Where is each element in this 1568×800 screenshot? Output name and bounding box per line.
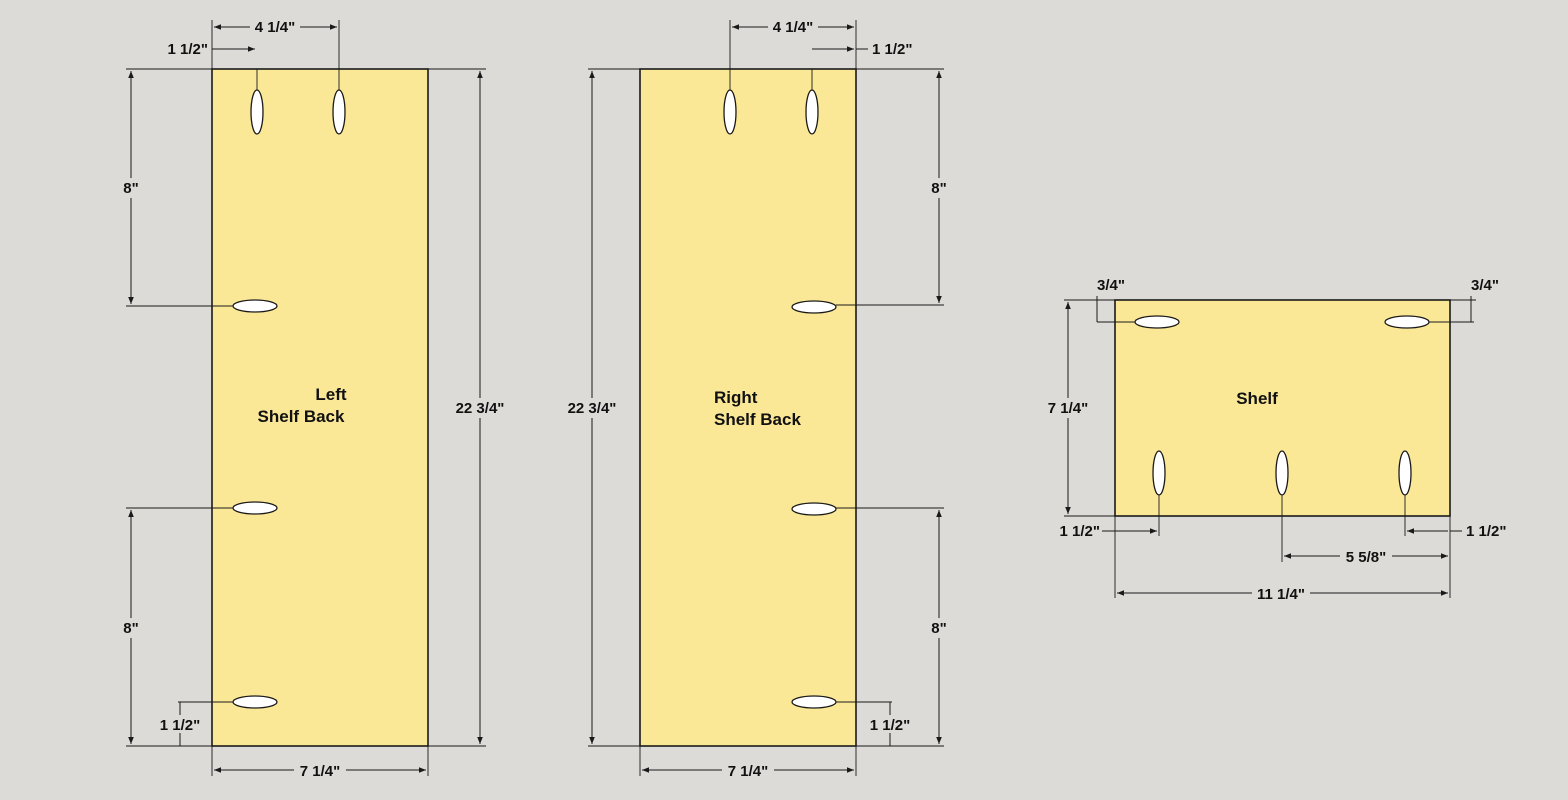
dim-shelf-width: 11 1/4"	[1257, 586, 1305, 603]
dim-left-height: 22 3/4"	[456, 400, 505, 417]
pocket-hole	[1384, 315, 1430, 329]
left-shelf-back: Left Shelf Back 4 1/4" 1 1/2" 22 3/4" 8"…	[120, 17, 510, 780]
right-label-line2: Shelf Back	[714, 410, 801, 429]
dim-shelf-right-edge: 1 1/2"	[1466, 523, 1506, 540]
pocket-hole	[1152, 450, 1166, 496]
dim-left-upper-vertical: 8"	[123, 180, 138, 197]
dim-right-upper-vertical: 8"	[931, 180, 946, 197]
pocket-hole	[791, 502, 837, 516]
dim-left-lower-vertical: 8"	[123, 620, 138, 637]
pocket-hole	[791, 695, 837, 709]
shelf-label: Shelf	[1236, 389, 1278, 408]
shelf: Shelf 3/4" 3/4" 7 1/4" 1 1/2" 1 1/2" 5 5	[1042, 277, 1506, 603]
right-shelf-back: Right Shelf Back 4 1/4" 1 1/2" 22 3/4" 8…	[563, 17, 950, 780]
dim-right-top-spacing: 4 1/4"	[773, 19, 813, 36]
dim-left-bottom-edge: 1 1/2"	[160, 717, 200, 734]
dim-left-width: 7 1/4"	[300, 763, 340, 780]
pocket-hole	[232, 695, 278, 709]
dim-left-top-spacing: 4 1/4"	[255, 19, 295, 36]
left-label-line1: Left	[315, 385, 347, 404]
dim-shelf-left-inset: 3/4"	[1097, 277, 1125, 294]
left-panel	[211, 68, 429, 747]
pocket-hole	[250, 89, 264, 135]
pocket-hole	[332, 89, 346, 135]
dim-shelf-height: 7 1/4"	[1048, 400, 1088, 417]
pocket-hole	[1398, 450, 1412, 496]
right-panel	[639, 68, 857, 747]
dim-right-top-edge: 1 1/2"	[872, 41, 912, 58]
pocket-hole	[1134, 315, 1180, 329]
left-label-line2: Shelf Back	[258, 407, 345, 426]
dim-left-top-edge: 1 1/2"	[168, 41, 208, 58]
dim-shelf-left-edge: 1 1/2"	[1060, 523, 1100, 540]
dim-right-height: 22 3/4"	[568, 400, 617, 417]
dim-shelf-right-inset: 3/4"	[1471, 277, 1499, 294]
dim-shelf-half: 5 5/8"	[1346, 549, 1386, 566]
dim-right-lower-vertical: 8"	[931, 620, 946, 637]
pocket-hole	[1275, 450, 1289, 496]
pocket-hole	[232, 501, 278, 515]
pocket-hole	[805, 89, 819, 135]
dim-right-width: 7 1/4"	[728, 763, 768, 780]
pocket-hole	[232, 299, 278, 313]
right-label-line1: Right	[714, 388, 758, 407]
pocket-hole	[723, 89, 737, 135]
pocket-hole	[791, 300, 837, 314]
dim-right-bottom-edge: 1 1/2"	[870, 717, 910, 734]
